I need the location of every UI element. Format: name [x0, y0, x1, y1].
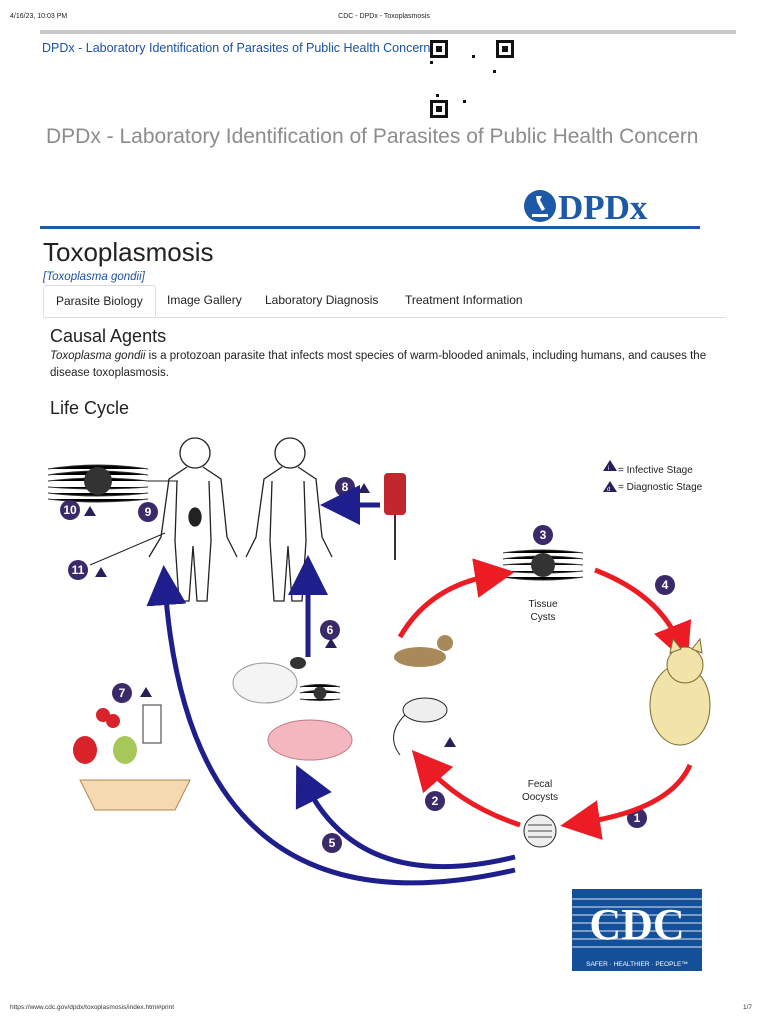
svg-text:d: d	[607, 487, 610, 493]
tab-image-gallery[interactable]: Image Gallery	[167, 293, 242, 307]
svg-text:8: 8	[342, 480, 349, 494]
causal-description: is a protozoan parasite that infects mos…	[50, 350, 707, 379]
step-badge	[112, 683, 132, 703]
svg-text:SAFER · HEALTHIER · PEOPLE™: SAFER · HEALTHIER · PEOPLE™	[586, 961, 688, 968]
step-badge	[60, 500, 80, 520]
tissue-cysts-image: Tissue Cysts	[502, 549, 584, 623]
pig-image	[267, 719, 353, 761]
step-badge	[322, 833, 342, 853]
svg-text:4: 4	[662, 578, 669, 592]
title-rule	[40, 226, 700, 229]
step-badge	[655, 575, 675, 595]
svg-text:10: 10	[63, 503, 77, 517]
print-title: CDC - DPDx - Toxoplasmosis	[338, 13, 430, 20]
causal-agents-heading: Causal Agents	[50, 326, 167, 346]
scientific-name: [Toxoplasma gondii]	[43, 271, 145, 283]
svg-text:Tissue: Tissue	[528, 599, 558, 610]
sheep-image	[232, 657, 306, 704]
svg-text:3: 3	[540, 528, 547, 542]
tab-laboratory-diagnosis[interactable]: Laboratory Diagnosis	[265, 293, 379, 307]
mouse-image	[393, 697, 448, 756]
svg-text:i: i	[608, 466, 609, 472]
svg-text:11: 11	[72, 563, 85, 577]
life-cycle-diagram: i = Infective Stage d = Diagnostic Stage…	[47, 437, 711, 886]
print-page-number: 1/7	[742, 1004, 752, 1011]
causal-agents-text: Toxoplasma gondii is a protozoan parasit…	[50, 348, 710, 382]
step-badge	[425, 791, 445, 811]
svg-text:6: 6	[327, 623, 334, 637]
svg-text:= Infective Stage: = Infective Stage	[618, 465, 693, 476]
tab-treatment-information[interactable]: Treatment Information	[405, 293, 523, 307]
cat-image	[649, 637, 711, 746]
qr-code-image	[430, 40, 514, 118]
tissue-cyst-image-human	[47, 463, 149, 503]
human-figures	[148, 437, 333, 602]
header-rule	[40, 30, 736, 34]
fecal-oocysts-image: Fecal Oocysts	[522, 779, 558, 848]
print-timestamp: 4/16/23, 10:03 PM	[10, 13, 68, 20]
food-water-image	[73, 704, 191, 811]
svg-text:Fecal: Fecal	[528, 779, 552, 790]
site-link[interactable]: DPDx - Laboratory Identification of Para…	[42, 41, 431, 55]
svg-text:5: 5	[329, 836, 336, 850]
svg-text:= Diagnostic Stage: = Diagnostic Stage	[618, 482, 703, 493]
svg-text:Cysts: Cysts	[531, 612, 556, 623]
svg-text:DPDx: DPDx	[558, 188, 648, 224]
tab-parasite-biology[interactable]: Parasite Biology	[43, 285, 156, 317]
cdc-logo: CDC SAFER · HEALTHIER · PEOPLE™	[572, 889, 702, 971]
step-badge	[533, 525, 553, 545]
diagnostic-stage-icon	[603, 481, 617, 492]
step-badge	[320, 620, 340, 640]
legend: i = Infective Stage d = Diagnostic Stage	[603, 460, 703, 493]
bird-image	[394, 635, 453, 667]
svg-text:Oocysts: Oocysts	[522, 792, 558, 803]
meat-cyst-image	[299, 684, 341, 701]
svg-text:CDC: CDC	[589, 900, 684, 949]
site-title: DPDx - Laboratory Identification of Para…	[46, 125, 699, 148]
step-badge	[68, 560, 88, 580]
life-cycle-heading: Life Cycle	[50, 398, 130, 418]
infective-stage-icon	[603, 460, 617, 471]
svg-text:7: 7	[119, 686, 126, 700]
print-url: https://www.cdc.gov/dpdx/toxoplasmosis/i…	[10, 1004, 175, 1011]
svg-text:1: 1	[634, 811, 641, 825]
svg-text:2: 2	[432, 794, 439, 808]
dpdx-logo: DPDx	[524, 188, 648, 224]
svg-text:9: 9	[145, 505, 152, 519]
step-badge	[138, 502, 158, 522]
blood-bag-image	[384, 473, 406, 560]
page-title: Toxoplasmosis	[43, 237, 214, 267]
species-name: Toxoplasma gondii	[50, 350, 146, 362]
tab-bar: Parasite Biology Image Gallery Laborator…	[43, 285, 725, 318]
